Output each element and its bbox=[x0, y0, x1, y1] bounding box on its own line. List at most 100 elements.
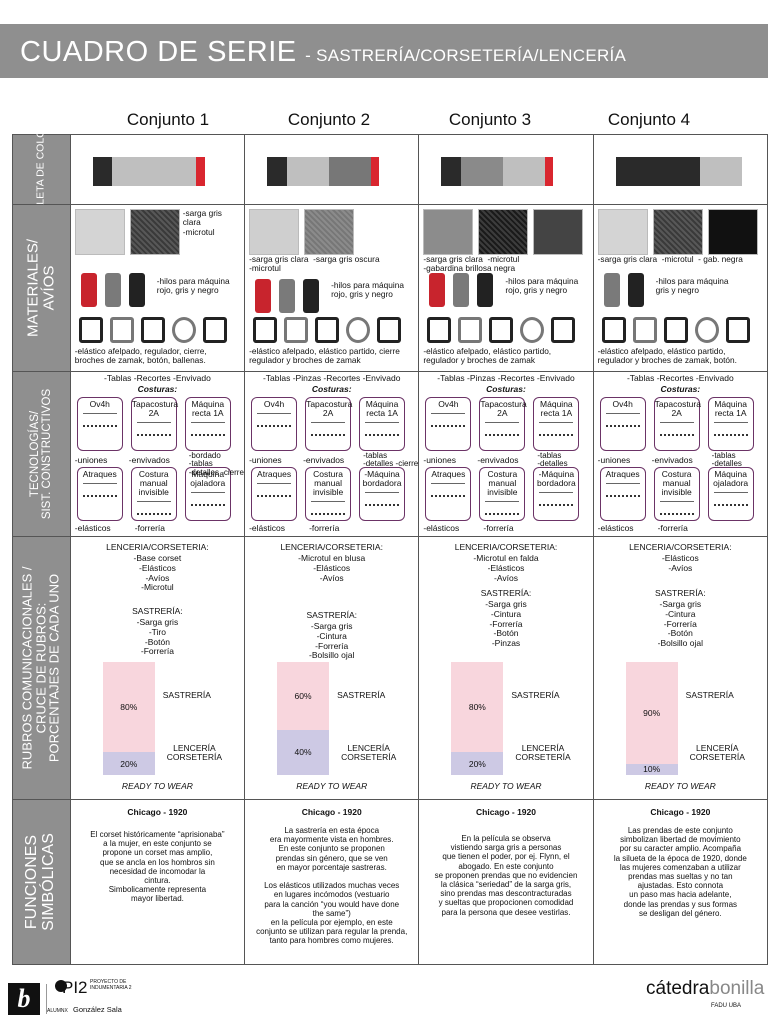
forreria-label: -forrería bbox=[483, 523, 514, 533]
notion-icon bbox=[284, 317, 309, 343]
sewing-machine-card: -Máquina bordadora bbox=[359, 467, 406, 521]
lenceria-bar bbox=[451, 752, 504, 775]
notion-icon bbox=[78, 317, 103, 343]
machine-label: Tapacostura 2A bbox=[306, 399, 353, 418]
forreria-label: -forrería bbox=[309, 523, 340, 533]
palette-swatch bbox=[544, 157, 554, 186]
sewing-machine-card: Ov4h bbox=[251, 397, 298, 451]
sastreria-title: SASTRERÍA: bbox=[480, 588, 532, 598]
sastreria-bar bbox=[277, 662, 330, 730]
notion-icon bbox=[377, 317, 402, 343]
palette-cell-3 bbox=[418, 134, 594, 205]
color-palette bbox=[92, 157, 205, 186]
sewing-machine-card: Atraques bbox=[251, 467, 298, 521]
sewing-machine-card: Ov4h bbox=[599, 397, 646, 451]
sewing-machine-card: Costura manual invisible bbox=[305, 467, 352, 521]
sastreria-bar-label: SASTRERÍA bbox=[685, 690, 734, 700]
palette-swatch bbox=[267, 157, 287, 186]
stitch-diagram-icon bbox=[365, 491, 400, 506]
thread-list: -hilos para máquina rojo, gris y negro bbox=[331, 280, 404, 300]
stitch-diagram-icon bbox=[190, 491, 225, 506]
column-header-3: Conjunto 3 bbox=[448, 110, 532, 129]
tech-list: -Tablas -Recortes -Envivado bbox=[104, 373, 211, 383]
machine-label: Costura manual invisible bbox=[138, 469, 169, 497]
alumna-label: ALUMNX bbox=[47, 1008, 68, 1014]
page-subtitle: - SASTRERÍA/CORSETERÍA/LENCERÍA bbox=[305, 46, 627, 65]
sewing-machine-card: Costura manual invisible bbox=[479, 467, 526, 521]
notion-icon bbox=[202, 317, 227, 343]
row-label-tech: TECNOLOGÍAS/ SIST. CONSTRUCTIVOS bbox=[12, 371, 71, 537]
envivados-label: -envivados bbox=[128, 455, 170, 465]
machine-label: Máquina ojaladora bbox=[190, 469, 226, 488]
lenceria-percent: 40% bbox=[294, 747, 312, 758]
stitch-diagram-icon bbox=[257, 412, 292, 427]
sastreria-bar-label: SASTRERÍA bbox=[511, 690, 560, 700]
sewing-machine-card: Tapacostura 2A bbox=[130, 397, 178, 451]
elasticos-label: -elásticos bbox=[249, 523, 285, 533]
color-palette bbox=[267, 157, 380, 186]
fadu-label: FADU UBA bbox=[711, 1003, 742, 1009]
machine-label: Máquina recta 1A bbox=[365, 399, 399, 418]
function-title: Chicago - 1920 bbox=[650, 807, 711, 817]
lenceria-bar bbox=[277, 729, 330, 775]
column-header-2: Conjunto 2 bbox=[287, 110, 371, 129]
detail-label: -tablas -detalles -cierre bbox=[363, 451, 419, 469]
thread-spool-icon bbox=[603, 273, 620, 307]
thread-spool-icon bbox=[303, 279, 320, 313]
fabric-swatch bbox=[478, 209, 529, 255]
row-label-materials: MATERIALES/ AVÍOS bbox=[12, 204, 71, 372]
notion-icon bbox=[489, 317, 514, 343]
pi2-label: PI2 bbox=[62, 978, 88, 997]
machine-label: Máquina recta 1A bbox=[191, 399, 225, 418]
fabric-swatch bbox=[74, 209, 125, 255]
tech-list: -Tablas -Pinzas -Recortes -Envivado bbox=[437, 373, 575, 383]
sastreria-bar bbox=[451, 662, 504, 753]
stitch-diagram-icon bbox=[431, 412, 466, 427]
page-title: CUADRO DE SERIE - SASTRERÍA/CORSETERÍA/L… bbox=[20, 36, 627, 68]
sastreria-percent: 90% bbox=[643, 707, 661, 718]
palette-swatch bbox=[196, 157, 205, 186]
row-label-rubros: RUBROS COMUNICACIONALES / CRUCE DE RUBRO… bbox=[12, 536, 71, 800]
stitch-diagram-icon bbox=[136, 500, 171, 515]
emblem-icon bbox=[55, 980, 67, 992]
stitch-diagram-icon bbox=[431, 482, 466, 497]
stitch-diagram-icon bbox=[659, 421, 694, 436]
thread-spool-icon bbox=[255, 279, 272, 313]
materials-cell-3: -sarga gris clara -microtul -gabardina b… bbox=[418, 204, 594, 372]
rubros-cell-2: LENCERIA/CORSETERIA:-Microtul en blusa -… bbox=[244, 536, 420, 800]
thread-list: -hilos para máquina gris y negro bbox=[655, 276, 729, 296]
lenceria-list: -Microtul en blusa -Elásticos -Avíos bbox=[298, 553, 366, 583]
notion-icon bbox=[253, 317, 278, 343]
sewing-machine-card: Máquina recta 1A bbox=[184, 397, 231, 451]
palette-swatch bbox=[502, 157, 545, 186]
detail-label: -tablas -detalles bbox=[711, 451, 742, 469]
lenceria-bar-label: LENCERÍA CORSETERÍA bbox=[515, 743, 571, 763]
tech-list: -Tablas -Recortes -Envivado bbox=[626, 373, 734, 383]
costuras-label: Costuras: bbox=[486, 384, 526, 394]
function-text: En la película se observa vistiendo sarg… bbox=[434, 834, 578, 917]
costuras-label: Costuras: bbox=[660, 384, 701, 394]
envivados-label: -envivados bbox=[303, 455, 345, 465]
materials-cell-4: -sarga gris clara -microtul - gab. negra… bbox=[592, 204, 768, 372]
notion-icon bbox=[140, 317, 165, 343]
fabric-list: -sarga gris clara -sarga gris oscura -mi… bbox=[249, 254, 380, 274]
palette-swatch bbox=[154, 157, 197, 186]
notion-icon bbox=[171, 317, 196, 343]
forreria-label: -forrería bbox=[657, 523, 688, 533]
stitch-diagram-icon bbox=[365, 421, 400, 436]
sewing-machine-card: Máquina ojaladora bbox=[184, 467, 231, 521]
sastreria-bar-label: SASTRERÍA bbox=[337, 690, 386, 700]
color-palette bbox=[615, 157, 742, 186]
detail-label: -bordado -tablas -detalles -cierre bbox=[188, 451, 244, 477]
function-text: La sastrería en esta época era mayorment… bbox=[256, 826, 408, 946]
elasticos-label: -elásticos bbox=[597, 523, 634, 533]
lenceria-bar-label: LENCERÍA CORSETERÍA bbox=[166, 743, 223, 763]
notion-icon bbox=[725, 317, 750, 343]
sewing-machine-card: Máquina recta 1A bbox=[359, 397, 406, 451]
machine-label: Costura manual invisible bbox=[312, 469, 344, 497]
machine-label: Costura manual invisible bbox=[487, 469, 518, 497]
notion-icon bbox=[427, 317, 452, 343]
